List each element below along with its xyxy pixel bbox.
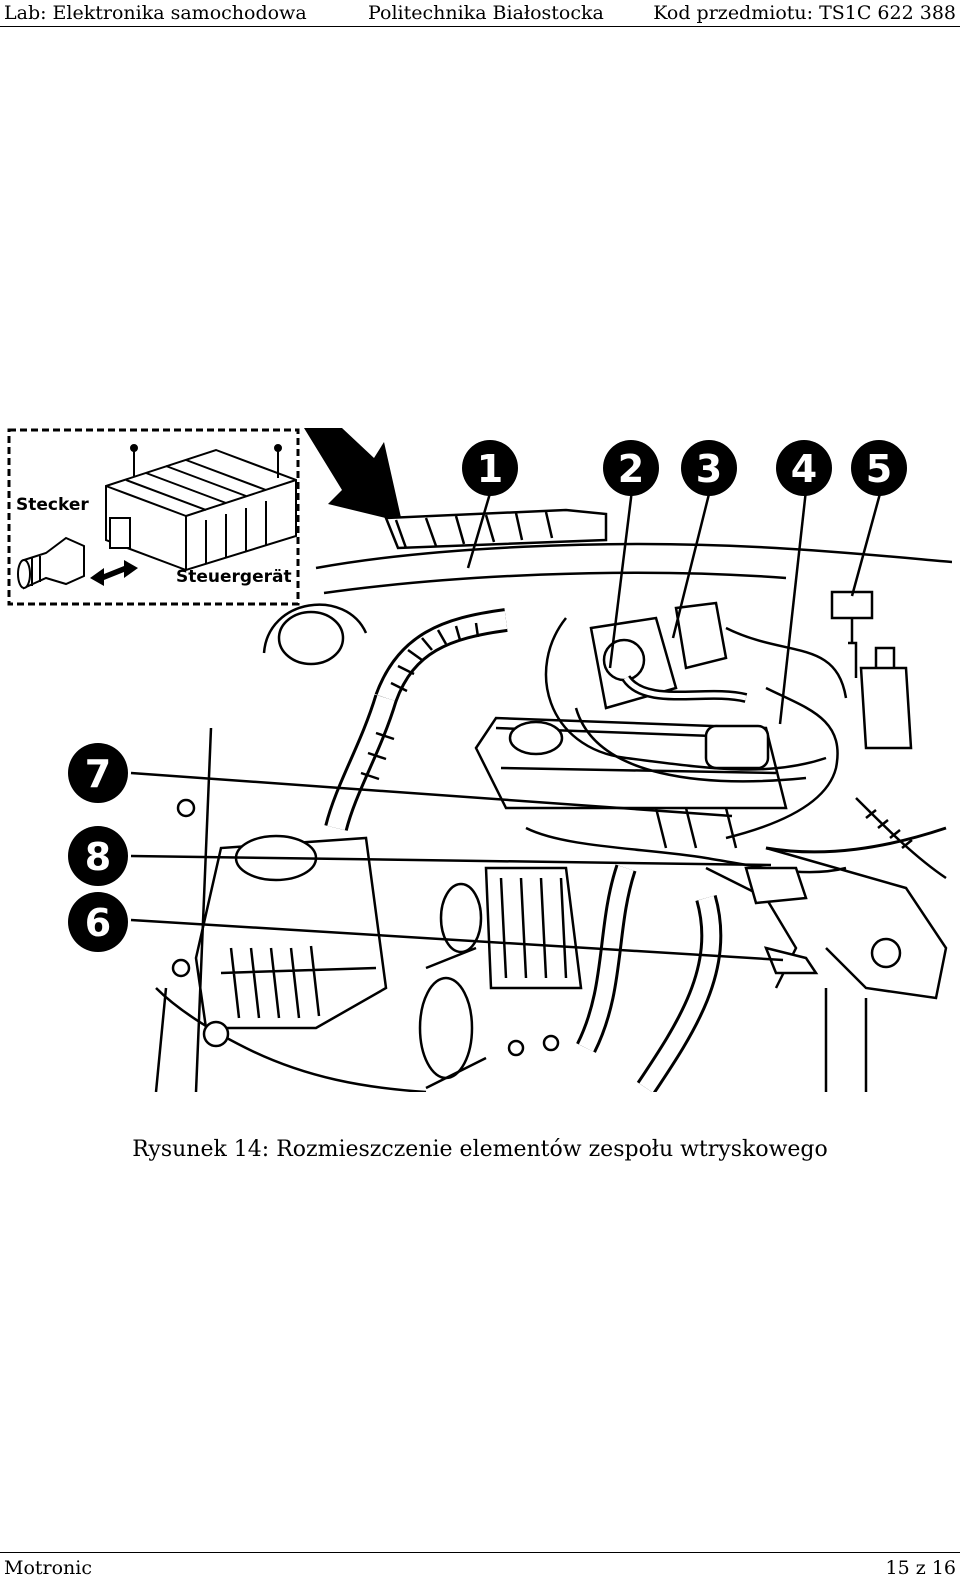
ecu-unit: [105, 444, 297, 572]
engine-bay-drawing: [154, 508, 952, 1092]
ecu-inset: Stecker Steuergerät: [7, 428, 300, 606]
header-course: Lab: Elektronika samochodowa: [4, 2, 307, 24]
callout-4: 4: [776, 440, 832, 496]
svg-text:2: 2: [618, 447, 644, 491]
svg-text:8: 8: [85, 835, 111, 879]
callout-5: 5: [851, 440, 907, 496]
footer-page-number: 15 z 16: [885, 1557, 956, 1579]
callout-7: 7: [68, 743, 128, 803]
svg-text:4: 4: [791, 447, 817, 491]
plug-direction-arrow: [90, 560, 138, 586]
stecker-label: Stecker: [16, 495, 89, 515]
callout-3: 3: [681, 440, 737, 496]
pointer-arrow: [304, 428, 402, 522]
svg-text:3: 3: [696, 447, 722, 491]
header-rule: [0, 26, 960, 27]
page-header: Lab: Elektronika samochodowa Politechnik…: [0, 0, 960, 26]
footer-rule: [0, 1552, 960, 1553]
callout-8: 8: [68, 826, 128, 886]
svg-text:6: 6: [85, 901, 111, 945]
callout-1: 1: [462, 440, 518, 496]
svg-text:5: 5: [866, 447, 892, 491]
leader-lines: [130, 489, 883, 962]
footer-section-title: Motronic: [4, 1557, 93, 1579]
figure-caption: Rysunek 14: Rozmieszczenie elementów zes…: [132, 1137, 828, 1162]
steuergeraet-label: Steuergerät: [176, 567, 292, 587]
svg-text:7: 7: [85, 752, 111, 796]
header-course-code: Kod przedmiotu: TS1C 622 388: [653, 2, 956, 24]
svg-text:1: 1: [477, 447, 503, 491]
connector-plug: [17, 536, 85, 590]
engine-diagram: Stecker Steuergerät: [6, 428, 952, 1092]
header-university: Politechnika Białostocka: [368, 2, 604, 24]
callout-2: 2: [603, 440, 659, 496]
callout-6: 6: [68, 892, 128, 952]
